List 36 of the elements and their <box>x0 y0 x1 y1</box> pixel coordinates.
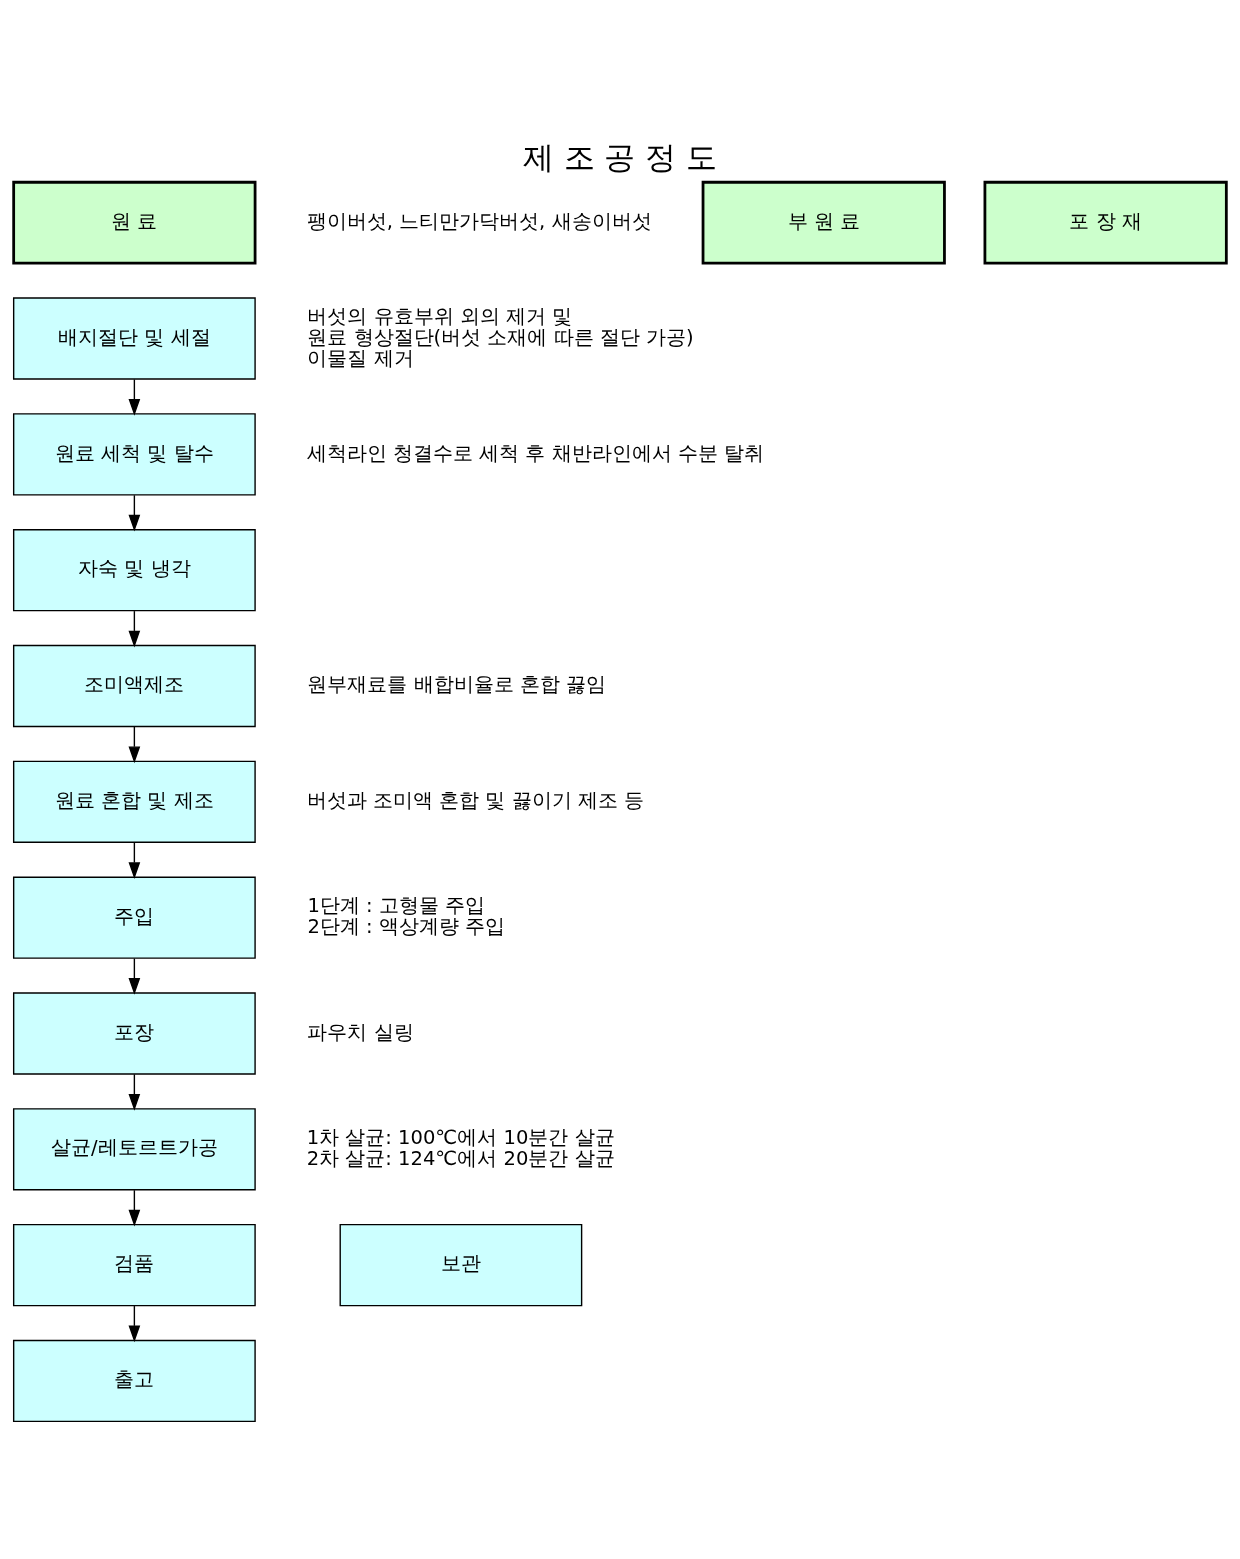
node-label: 버섯의 유효부위 외의 제거 및 <box>307 304 573 328</box>
node-label: 버섯과 조미액 혼합 및 끓이기 제조 등 <box>306 788 644 812</box>
arrow <box>128 842 141 880</box>
arrow <box>128 378 141 416</box>
arrow <box>128 957 141 995</box>
node-box: 원료 세척 및 탈수 <box>12 413 256 496</box>
node-box: 부 원 료 <box>701 180 946 265</box>
arrow <box>128 1305 141 1343</box>
arrow <box>128 494 141 532</box>
node-box: 포 장 재 <box>983 180 1228 265</box>
node-box: 원료 혼합 및 제조 <box>12 760 256 843</box>
node-box: 출고 <box>12 1339 256 1423</box>
node-label: 1단계 : 고형물 주입 <box>307 894 486 918</box>
node-label: 1차 살균: 100℃에서 10분간 살균 <box>306 1126 615 1149</box>
node-label: 2단계 : 액상계량 주입 <box>307 915 506 939</box>
node-label: 원부재료를 배합비율로 혼합 끓임 <box>307 673 607 697</box>
node-box: 살균/레토르트가공 <box>12 1108 256 1191</box>
node-label: 세척라인 청결수로 세척 후 채반라인에서 수분 탈취 <box>306 441 764 465</box>
node-box: 검품 <box>12 1223 256 1307</box>
arrow <box>128 1073 141 1111</box>
arrow <box>128 726 141 764</box>
node-box: 조미액제조 <box>12 644 256 728</box>
node-label: 팽이버섯, 느티만가닥버섯, 새송이버섯 <box>306 209 652 233</box>
node-box: 배지절단 및 세절 <box>12 297 256 380</box>
arrow <box>128 1189 141 1227</box>
node-box: 원 료 <box>12 180 257 265</box>
node-box: 포장 <box>12 992 256 1075</box>
node-label: 원료 형상절단(버섯 소재에 따른 절단 가공) <box>307 325 694 349</box>
node-label: 2차 살균: 124℃에서 20분간 살균 <box>306 1146 615 1170</box>
node-label: 파우치 실링 <box>307 1020 414 1044</box>
node-box: 주입 <box>12 876 256 959</box>
diagram-title: 제 조 공 정 도 <box>522 139 718 175</box>
node-label: 이물질 제거 <box>307 346 414 370</box>
node-box: 자숙 및 냉각 <box>12 529 256 612</box>
node-box: 보관 <box>339 1223 583 1307</box>
arrow <box>128 610 141 648</box>
